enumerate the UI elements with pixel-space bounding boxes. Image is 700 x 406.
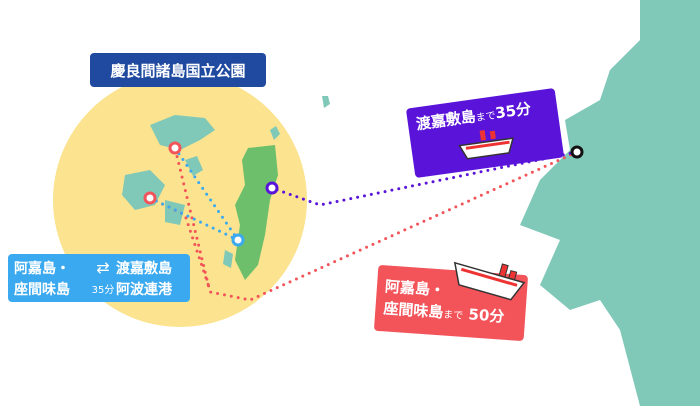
travel-time: 35分 (91, 285, 115, 296)
ship-icon (458, 130, 515, 160)
route-inter-island (148, 146, 240, 242)
from-line1: 阿嘉島・ (14, 260, 70, 277)
travel-time: 35分 (494, 99, 533, 123)
made-text: まで (475, 110, 497, 125)
port-marker-tokashiki[interactable] (265, 181, 279, 195)
destination-line2: 座間味島 (382, 299, 444, 322)
to-line2: 阿波連港 (116, 281, 172, 298)
island-small (185, 156, 203, 176)
arrow-exchange-icon: ⇄ (96, 258, 110, 277)
port-marker-zamami[interactable] (168, 141, 182, 155)
from-line2: 座間味島 (14, 281, 70, 298)
port-marker-naha[interactable] (570, 145, 584, 159)
inter-island-label: 阿嘉島・ ⇄ 渡嘉敷島 座間味島 35分 阿波連港 (8, 254, 190, 302)
island-small (270, 126, 280, 140)
port-marker-aka[interactable] (143, 191, 157, 205)
zamami-route-label: 阿嘉島・ 座間味島まで 50分 (373, 261, 529, 342)
tokashiki-island (235, 145, 278, 280)
okinawa-mainland (520, 0, 700, 406)
ship-icon (453, 261, 526, 301)
travel-time: 50分 (467, 305, 505, 326)
island-small (322, 96, 330, 108)
page-title: 慶良間諸島国立公園 (90, 53, 266, 87)
to-line1: 渡嘉敷島 (116, 260, 172, 277)
island-small (223, 250, 233, 268)
zamami-island (150, 115, 215, 150)
route-zamami (173, 146, 579, 302)
tokashiki-route-label: 渡嘉敷島まで35分 (405, 87, 565, 179)
port-marker-aharen[interactable] (231, 233, 245, 247)
made-text: まで (442, 309, 464, 322)
